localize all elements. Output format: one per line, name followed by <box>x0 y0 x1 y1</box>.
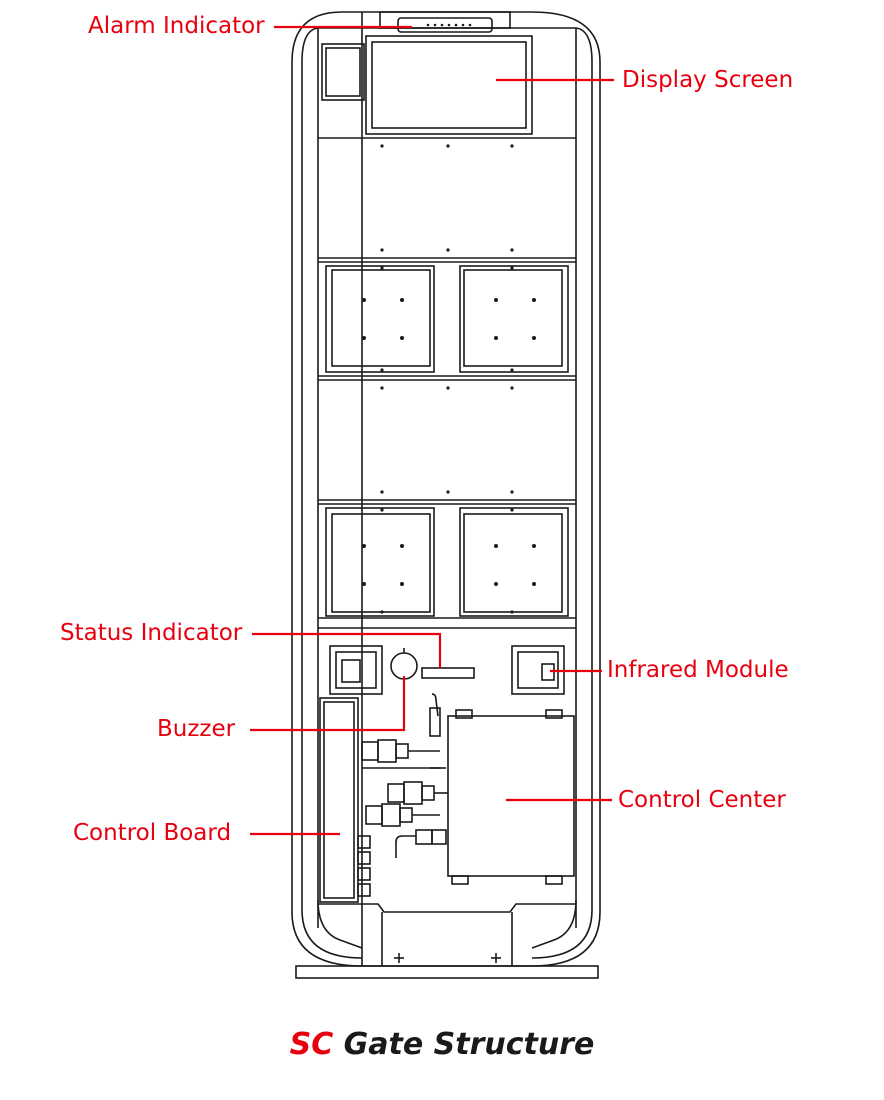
figure-caption: SC Gate Structure <box>0 1030 884 1060</box>
infrared-module-left <box>329 645 383 695</box>
display-screen-label: Display Screen <box>622 67 794 93</box>
leader-status-indicator <box>252 632 442 668</box>
status-indicator-label: Status Indicator <box>60 620 243 646</box>
alarm-indicator-label: Alarm Indicator <box>88 13 265 39</box>
alarm-indicator-bar <box>379 11 511 29</box>
caption-title: Gate Structure <box>333 1027 595 1062</box>
buzzer-body <box>390 652 418 680</box>
gate-inner-frame <box>301 27 593 959</box>
control-center-box <box>447 715 575 877</box>
leader-buzzer <box>250 676 406 732</box>
caption-prefix: SC <box>289 1027 334 1062</box>
gate-outer-frame <box>291 11 601 967</box>
control-board-label: Control Board <box>73 820 232 846</box>
buzzer-label: Buzzer <box>157 716 236 742</box>
infrared-module-label: Infrared Module <box>607 657 789 683</box>
control-center-label: Control Center <box>618 787 786 813</box>
display-screen-frame <box>365 35 533 135</box>
base-plate <box>295 965 599 979</box>
status-indicator-strip <box>421 667 475 679</box>
control-board <box>319 697 359 903</box>
